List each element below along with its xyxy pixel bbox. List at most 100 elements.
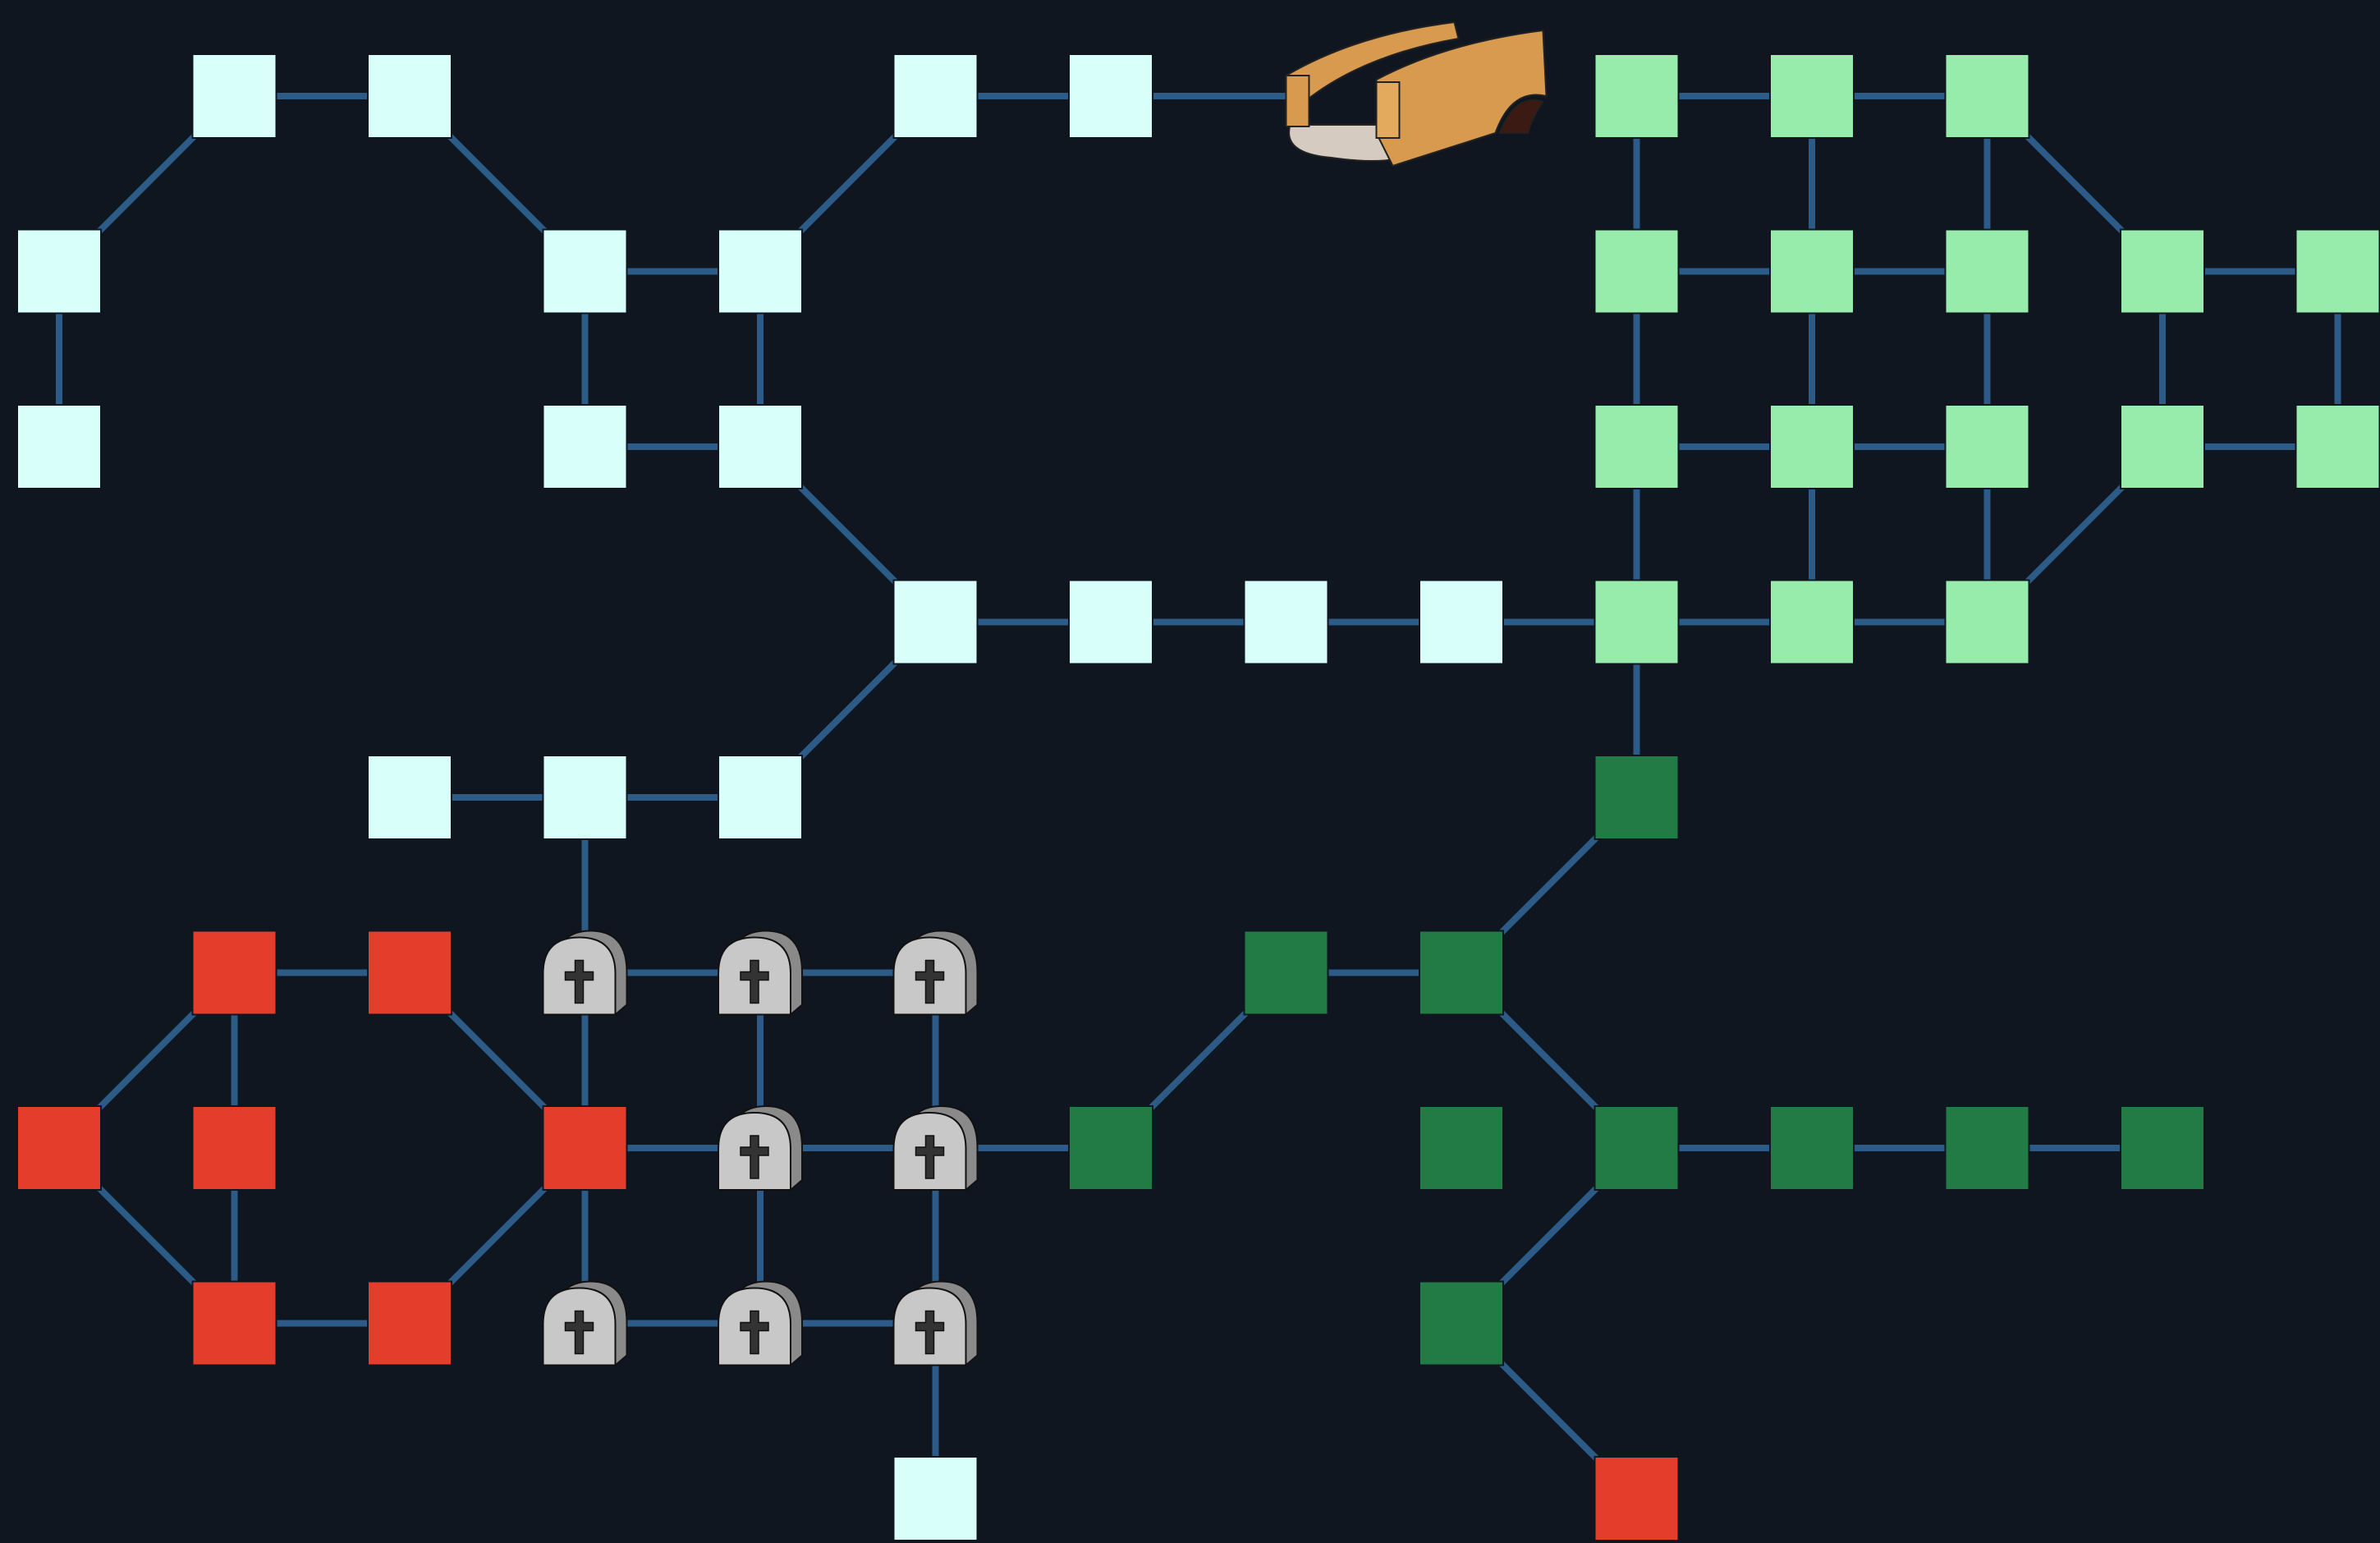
board-tile-light[interactable] (718, 404, 803, 489)
tile-square (892, 1456, 979, 1541)
cross-icon (564, 1310, 594, 1355)
board-tile-dark[interactable] (1419, 930, 1504, 1016)
tile-square (1594, 53, 1680, 139)
board-tile-light[interactable] (542, 228, 628, 315)
board-tile-red[interactable] (16, 1105, 102, 1191)
cross-icon (740, 1310, 769, 1355)
board-tile-dark[interactable] (1944, 1105, 2030, 1191)
board-tile-red[interactable] (191, 930, 277, 1016)
board-tile-green[interactable] (1944, 53, 2030, 139)
tile-square (1594, 404, 1680, 489)
board-tile-light[interactable] (1068, 579, 1153, 665)
board-tile-light[interactable] (542, 404, 628, 489)
tile-square (1769, 404, 1855, 489)
board-tile-green[interactable] (1944, 404, 2030, 489)
tile-square (1243, 579, 1329, 665)
cross-icon (740, 959, 769, 1004)
board-tile-green[interactable] (1769, 404, 1855, 489)
tile-square (367, 930, 452, 1016)
board-tile-bridge[interactable] (1284, 21, 1548, 168)
board-tile-dark[interactable] (1068, 1105, 1153, 1191)
tile-square (1594, 228, 1680, 315)
board-tile-dark[interactable] (1594, 755, 1680, 840)
tile-square (1419, 579, 1504, 665)
board-tile-grave[interactable] (718, 1280, 803, 1366)
board-tile-green[interactable] (2295, 228, 2380, 315)
tile-square (1419, 1280, 1504, 1366)
bridge-wall-back (1284, 21, 1460, 102)
board-tile-grave[interactable] (542, 1280, 628, 1366)
board-tile-light[interactable] (892, 53, 979, 139)
tile-square (2295, 228, 2380, 315)
board-tile-light[interactable] (1243, 579, 1329, 665)
tile-square (1594, 579, 1680, 665)
board-tile-dark[interactable] (1769, 1105, 1855, 1191)
tile-square (1944, 228, 2030, 315)
board-tile-green[interactable] (1944, 228, 2030, 315)
board-tile-red[interactable] (191, 1280, 277, 1366)
board-tile-green[interactable] (1769, 53, 1855, 139)
board-tile-light[interactable] (718, 755, 803, 840)
board-tile-light[interactable] (1419, 579, 1504, 665)
tile-square (542, 228, 628, 315)
board-tile-green[interactable] (2120, 228, 2205, 315)
board-tile-green[interactable] (1594, 404, 1680, 489)
tile-square (1944, 404, 2030, 489)
board-tile-grave[interactable] (542, 930, 628, 1016)
board-tile-dark[interactable] (1594, 1105, 1680, 1191)
board-tile-green[interactable] (1594, 228, 1680, 315)
board-tile-grave[interactable] (718, 1104, 803, 1191)
board-tile-green[interactable] (1944, 579, 2030, 665)
board-tile-red[interactable] (367, 1280, 452, 1366)
cross-icon (915, 959, 945, 1004)
tile-square (1769, 1105, 1855, 1191)
tile-square (1068, 579, 1153, 665)
board-tile-red[interactable] (367, 930, 452, 1016)
board-tile-green[interactable] (1769, 579, 1855, 665)
board-tile-light[interactable] (542, 755, 628, 840)
board-tile-light[interactable] (892, 1456, 979, 1541)
board-tile-grave[interactable] (718, 930, 803, 1016)
board-tile-dark[interactable] (2120, 1105, 2205, 1191)
board-tile-light[interactable] (367, 755, 452, 840)
board-tile-green[interactable] (1594, 53, 1680, 139)
board-tile-grave[interactable] (892, 1280, 979, 1366)
board-tile-light[interactable] (191, 53, 277, 139)
board-tile-light[interactable] (16, 228, 102, 315)
board-tile-red[interactable] (542, 1105, 628, 1191)
board-tile-light[interactable] (367, 53, 452, 139)
board-tile-red[interactable] (191, 1105, 277, 1191)
board-tile-green[interactable] (2120, 404, 2205, 489)
tile-square (1243, 930, 1329, 1016)
bridge-pillar-back (1285, 75, 1310, 127)
board-tile-light[interactable] (1068, 53, 1153, 139)
tile-square (1769, 53, 1855, 139)
tile-square (1769, 579, 1855, 665)
tile-square (191, 1105, 277, 1191)
board-tile-grave[interactable] (892, 930, 979, 1016)
tile-square (2120, 404, 2205, 489)
board-tile-green[interactable] (1769, 228, 1855, 315)
board-tile-light[interactable] (892, 579, 979, 665)
tile-square (542, 404, 628, 489)
board-tile-dark[interactable] (1419, 1280, 1504, 1366)
tile-square (1769, 228, 1855, 315)
bridge-wall-front (1375, 29, 1548, 168)
board-tile-red[interactable] (1594, 1456, 1680, 1541)
tile-square (1944, 1105, 2030, 1191)
board-tile-grave[interactable] (892, 1104, 979, 1191)
board-tile-green[interactable] (1594, 579, 1680, 665)
board-tile-dark[interactable] (1419, 1105, 1504, 1191)
tile-square (718, 755, 803, 840)
board-tile-dark[interactable] (1243, 930, 1329, 1016)
tile-square (1419, 930, 1504, 1016)
board-tile-light[interactable] (16, 404, 102, 489)
tile-square (1944, 579, 2030, 665)
tile-square (892, 579, 979, 665)
board-tile-light[interactable] (718, 228, 803, 315)
tile-square (367, 53, 452, 139)
tile-square (191, 930, 277, 1016)
tile-square (1419, 1105, 1504, 1191)
bridge-pillar-front (1375, 81, 1401, 139)
board-tile-green[interactable] (2295, 404, 2380, 489)
